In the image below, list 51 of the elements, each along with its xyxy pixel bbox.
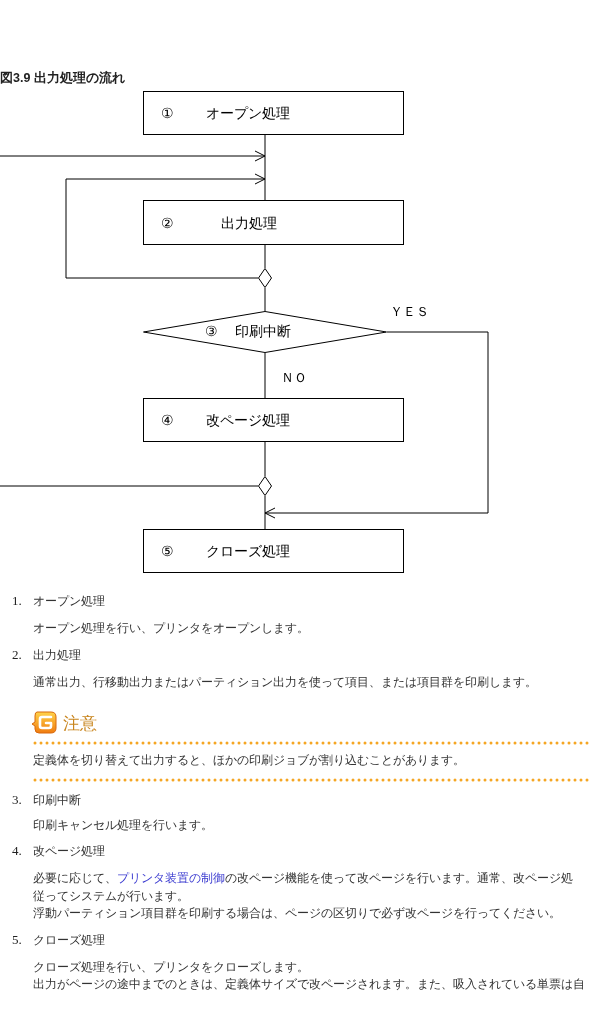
connector-line (264, 495, 266, 530)
body-text: 必要に応じて、プリンタ装置の制御の改ページ機能を使って改ページを行います。通常、改ページ処 (33, 870, 573, 886)
body-text: 出力がページの途中までのときは、定義体サイズで改ページされます。また、吸入されている単票は自 (33, 976, 585, 992)
list-number: 4. (12, 843, 22, 859)
list-number: 1. (12, 593, 22, 609)
step-number: ⑤ (161, 544, 174, 560)
process-box (143, 200, 404, 245)
list-number: 2. (12, 647, 22, 663)
list-heading: 出力処理 (33, 647, 81, 663)
connector-line (264, 441, 266, 477)
list-heading: 印刷中断 (33, 792, 81, 808)
connector-line (264, 134, 266, 201)
list-heading: 改ページ処理 (33, 843, 105, 859)
arrow (0, 150, 266, 162)
body-text: 印刷キャンセル処理を行います。 (33, 817, 213, 833)
edge-label: ＹＥＳ (390, 304, 429, 319)
list-number: 5. (12, 932, 22, 948)
body-text: 従ってシステムが行います。 (33, 887, 189, 904)
body-text: 浮動パーティション項目群を印刷する場合は、ページの区切りで必ず改ページを行ってください。 (33, 905, 561, 921)
step-label: クローズ処理 (206, 544, 290, 560)
process-box (143, 398, 404, 442)
step-number: ④ (161, 413, 174, 429)
process-box (143, 529, 404, 573)
edge-label: ＮＯ (281, 370, 307, 385)
list-heading: クローズ処理 (33, 932, 105, 948)
figure-title: 図3.9 出力処理の流れ (0, 71, 125, 86)
arrow (65, 173, 266, 279)
step-number: ③ (205, 324, 218, 340)
body-text: オープン処理を行い、プリンタをオープンします。 (33, 620, 309, 636)
body-text: 通常出力、行移動出力またはパーティション出力を使って項目、または項目群を印刷します。 (33, 674, 537, 690)
merge-diamond (258, 476, 272, 496)
connector-line (264, 352, 266, 399)
body-text: クローズ処理を行い、プリンタをクローズします。 (33, 959, 309, 975)
decision-diamond (143, 311, 387, 353)
link: プリンタ装置の制御 (117, 871, 225, 885)
step-number: ① (161, 106, 174, 122)
step-label: オープン処理 (206, 106, 290, 122)
connector-line (0, 485, 259, 487)
step-number: ② (161, 215, 174, 232)
connector-line (264, 244, 266, 269)
merge-diamond (258, 268, 272, 288)
process-box (143, 91, 404, 135)
list-number: 3. (12, 792, 22, 808)
note-text: 定義体を切り替えて出力すると、ほかの印刷ジョブが割り込むことがあります。 (33, 752, 465, 768)
arrow (264, 331, 489, 519)
step-label: 改ページ処理 (206, 413, 290, 429)
connector-line (264, 287, 266, 312)
note-heading: 注意 (63, 713, 97, 733)
list-heading: オープン処理 (33, 593, 105, 609)
step-label: 印刷中断 (235, 324, 291, 340)
step-label: 出力処理 (221, 215, 277, 232)
